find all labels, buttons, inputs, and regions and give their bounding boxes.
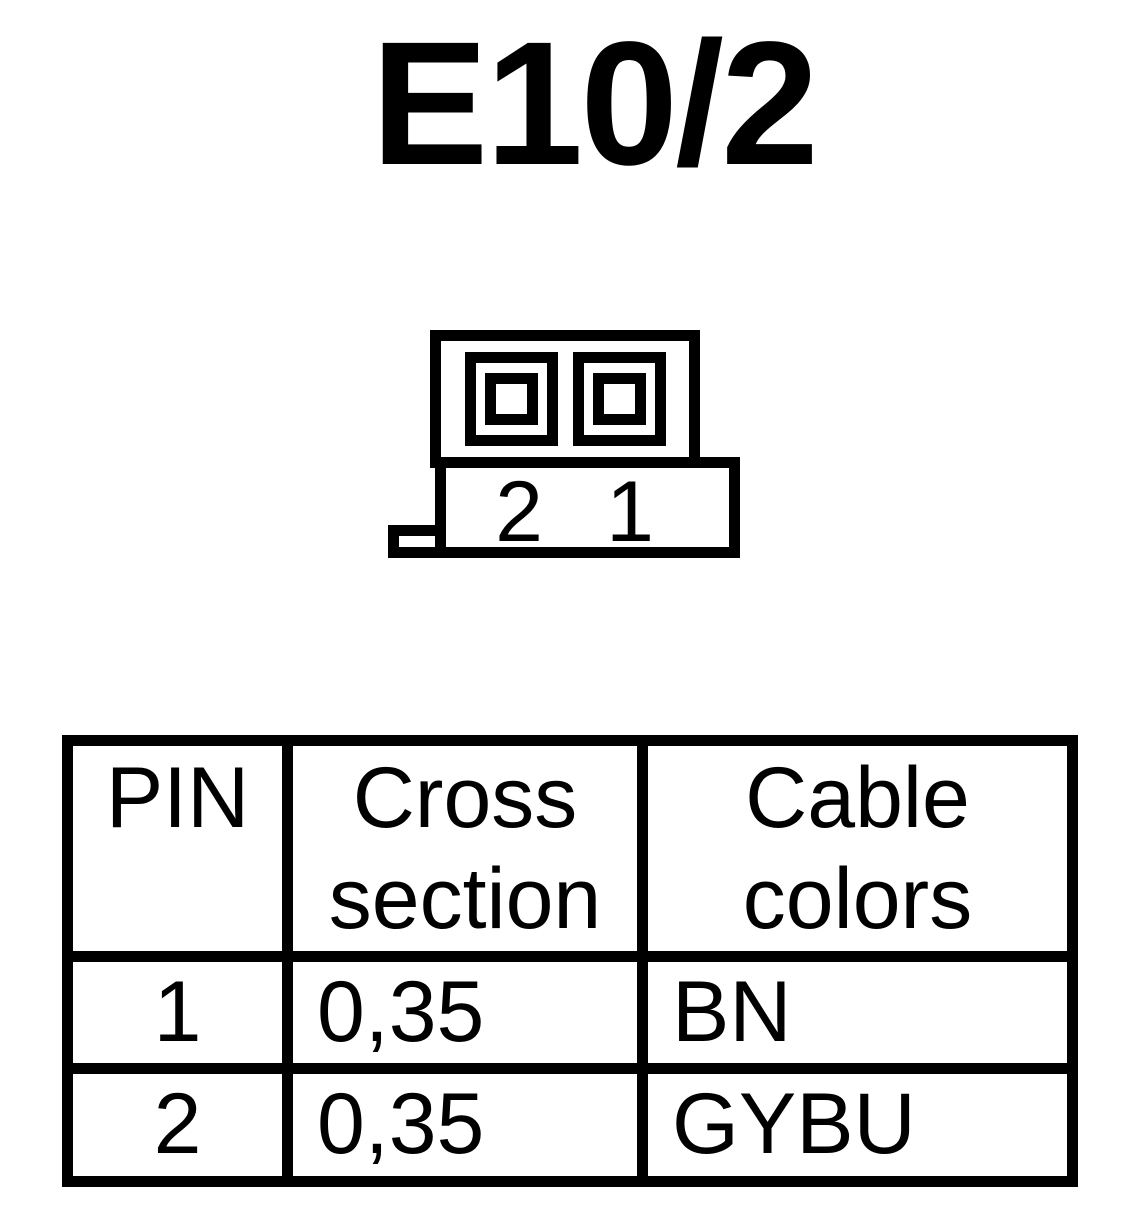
pin-terminal-1 <box>593 373 646 425</box>
table-row: 2 0,35 GYBU <box>62 1063 1078 1187</box>
pin-cavity-2 <box>465 352 558 446</box>
pin-label-2: 2 <box>495 464 543 560</box>
page-title: E10/2 <box>371 6 819 202</box>
connector-upper-body <box>430 330 700 468</box>
table-row: 1 0,35 BN <box>62 950 1078 1075</box>
header-cable-colors: Cable colors <box>637 735 1078 962</box>
pin-cavity-1 <box>573 352 666 446</box>
header-pin: PIN <box>62 735 293 962</box>
row1-cross-section: 0,35 <box>282 950 648 1075</box>
table-header-row: PIN Cross section Cable colors <box>62 735 1078 962</box>
pin-table: PIN Cross section Cable colors 1 0,35 BN… <box>62 735 1078 1187</box>
connector-lower-body: 2 1 <box>435 457 740 558</box>
row2-cable-colors: GYBU <box>637 1063 1078 1187</box>
row2-cross-section: 0,35 <box>282 1063 648 1187</box>
row2-pin: 2 <box>62 1063 293 1187</box>
pin-terminal-2 <box>485 373 538 425</box>
row1-cable-colors: BN <box>637 950 1078 1075</box>
header-cross-section: Cross section <box>282 735 648 962</box>
row1-pin: 1 <box>62 950 293 1075</box>
pin-label-1: 1 <box>606 464 654 560</box>
